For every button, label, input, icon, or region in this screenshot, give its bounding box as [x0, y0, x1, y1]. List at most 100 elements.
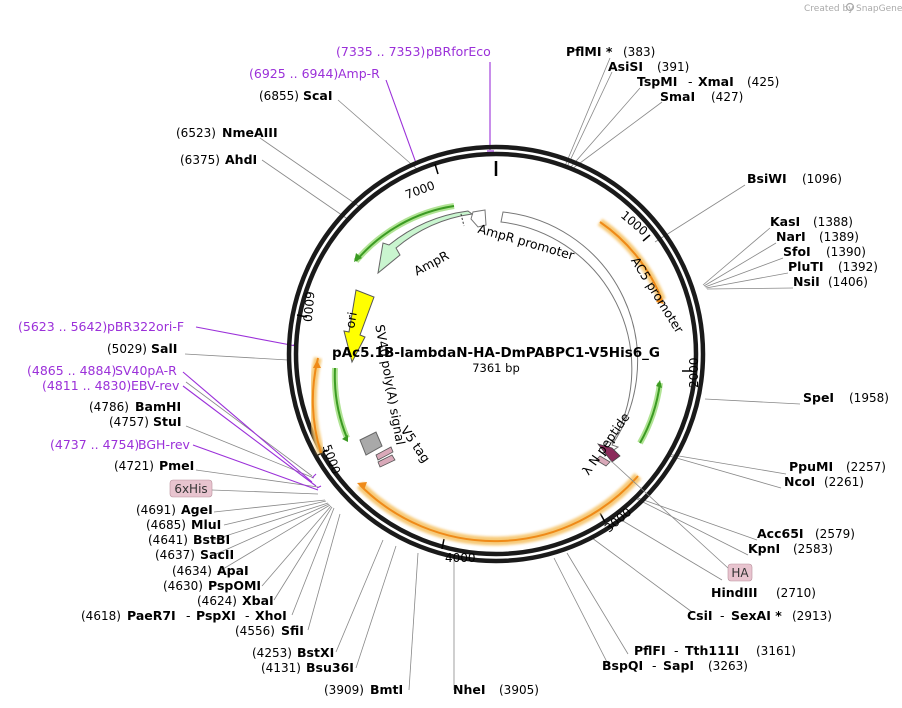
- ha-connector: [609, 459, 729, 569]
- site-separator: -: [674, 643, 679, 658]
- site-position: (2261): [824, 475, 864, 489]
- site-position: (2257): [846, 460, 886, 474]
- site-name[interactable]: SfiI: [281, 623, 304, 638]
- primer-range: (5623 .. 5642): [18, 319, 107, 334]
- right-site-labels: PflMI * (383) AsiSI (391) TspMI - XmaI (…: [453, 44, 889, 697]
- site-name[interactable]: BamHI: [135, 399, 181, 414]
- primer-name[interactable]: Amp-R: [338, 66, 380, 81]
- primer-range: (4811 .. 4830): [42, 378, 131, 393]
- site-position: (4685): [146, 518, 186, 532]
- site-position: (4721): [114, 459, 154, 473]
- primer-name[interactable]: pBRforEco: [426, 44, 491, 59]
- site-separator: -: [186, 608, 191, 623]
- site-position: (2913): [792, 609, 832, 623]
- site-name[interactable]: XmaI: [698, 74, 734, 89]
- created-by-text: Created by: [804, 4, 854, 14]
- site-name[interactable]: SalI: [151, 341, 177, 356]
- site-name[interactable]: KasI: [770, 214, 800, 229]
- site-name[interactable]: PflMI *: [566, 44, 613, 59]
- site-position: (1389): [819, 230, 859, 244]
- site-name[interactable]: PflFI: [634, 643, 666, 658]
- site-name[interactable]: AgeI: [181, 502, 213, 517]
- site-name[interactable]: NheI: [453, 682, 486, 697]
- snapgene-logo-icon: [845, 2, 855, 12]
- primer-name[interactable]: BGH-rev: [138, 437, 191, 452]
- site-name[interactable]: PspXI: [196, 608, 236, 623]
- primer-range: (6925 .. 6944): [249, 66, 338, 81]
- site-name[interactable]: XhoI: [255, 608, 287, 623]
- site-name[interactable]: PaeR7I: [127, 608, 176, 623]
- ori-arrow: [343, 289, 375, 364]
- ha-badge[interactable]: HA: [727, 563, 753, 582]
- site-name[interactable]: BmtI: [370, 682, 403, 697]
- site-name[interactable]: CsiI: [687, 608, 713, 623]
- site-position: (4634): [172, 564, 212, 578]
- site-position: (3161): [756, 644, 796, 658]
- site-name[interactable]: SacII: [200, 547, 234, 562]
- site-name[interactable]: XbaI: [242, 593, 274, 608]
- his-connector: [211, 489, 319, 495]
- site-name[interactable]: SfoI: [783, 244, 811, 259]
- site-name[interactable]: PpuMI: [789, 459, 833, 474]
- site-name[interactable]: PspOMI: [208, 578, 261, 593]
- site-name[interactable]: SexAI *: [731, 608, 782, 623]
- site-name[interactable]: MluI: [191, 517, 221, 532]
- lambda-n-peptide-label: λ N peptide: [579, 410, 633, 478]
- primer-name[interactable]: pBR322ori-F: [107, 319, 184, 334]
- primer-range: (4737 .. 4754): [50, 437, 139, 452]
- tag-features: [359, 431, 621, 468]
- tick-label-6000: 6000: [300, 291, 317, 323]
- site-position: (4618): [81, 609, 121, 623]
- green-arcs: [331, 203, 663, 445]
- site-name[interactable]: HindIII: [711, 585, 758, 600]
- primer-connectors: [182, 62, 494, 491]
- site-position: (4641): [148, 533, 188, 547]
- site-position: (1958): [849, 391, 889, 405]
- site-name[interactable]: SpeI: [803, 390, 834, 405]
- site-name[interactable]: PmeI: [159, 458, 194, 473]
- site-position: (2579): [815, 527, 855, 541]
- site-name[interactable]: SapI: [663, 658, 694, 673]
- site-name[interactable]: AhdI: [225, 152, 257, 167]
- site-name[interactable]: Tth111I: [685, 643, 739, 658]
- site-name[interactable]: Bsu36I: [306, 660, 354, 675]
- site-name[interactable]: ApaI: [217, 563, 249, 578]
- site-name[interactable]: BsiWI: [747, 171, 787, 186]
- primer-name[interactable]: SV40pA-R: [115, 363, 177, 378]
- backbone: [286, 144, 706, 564]
- site-position: (2710): [776, 586, 816, 600]
- site-position: (1392): [838, 260, 878, 274]
- site-name[interactable]: NsiI: [793, 274, 820, 289]
- site-name[interactable]: PluTI: [788, 259, 824, 274]
- site-position: (4630): [163, 579, 203, 593]
- site-position: (2583): [793, 542, 833, 556]
- plasmid-name: pAc5.1B-lambdaN-HA-DmPABPC1-V5His6_G: [332, 345, 660, 361]
- site-position: (4691): [136, 503, 176, 517]
- site-name[interactable]: BspQI: [602, 658, 643, 673]
- site-name[interactable]: AsiSI: [608, 59, 643, 74]
- site-position: (1406): [828, 275, 868, 289]
- site-name[interactable]: NarI: [776, 229, 806, 244]
- site-name[interactable]: NcoI: [784, 474, 815, 489]
- site-name[interactable]: Acc65I: [757, 526, 804, 541]
- site-connectors: [184, 57, 801, 691]
- ac5-promoter-label: AC5 promoter: [628, 254, 687, 336]
- site-name[interactable]: SmaI: [660, 89, 695, 104]
- site-position: (3263): [708, 659, 748, 673]
- site-name[interactable]: KpnI: [748, 541, 780, 556]
- primer-labels: (7335 .. 7353) pBRforEco (6925 .. 6944) …: [18, 44, 491, 452]
- his-badge[interactable]: 6xHis: [169, 479, 213, 498]
- site-name[interactable]: ScaI: [303, 88, 333, 103]
- site-position: (4624): [197, 594, 237, 608]
- site-position: (4757): [109, 415, 149, 429]
- primer-name[interactable]: EBV-rev: [131, 378, 180, 393]
- site-name[interactable]: NmeAIII: [222, 125, 278, 140]
- site-name[interactable]: TspMI: [637, 74, 677, 89]
- site-name[interactable]: BstBI: [193, 532, 230, 547]
- tick-label-2000: 2000: [687, 357, 701, 388]
- left-site-labels: (6855) ScaI (6523) NmeAIII (6375) AhdI (…: [81, 88, 403, 697]
- site-position: (3905): [499, 683, 539, 697]
- site-name[interactable]: StuI: [153, 414, 182, 429]
- site-name[interactable]: BstXI: [297, 645, 334, 660]
- site-position: (4131): [261, 661, 301, 675]
